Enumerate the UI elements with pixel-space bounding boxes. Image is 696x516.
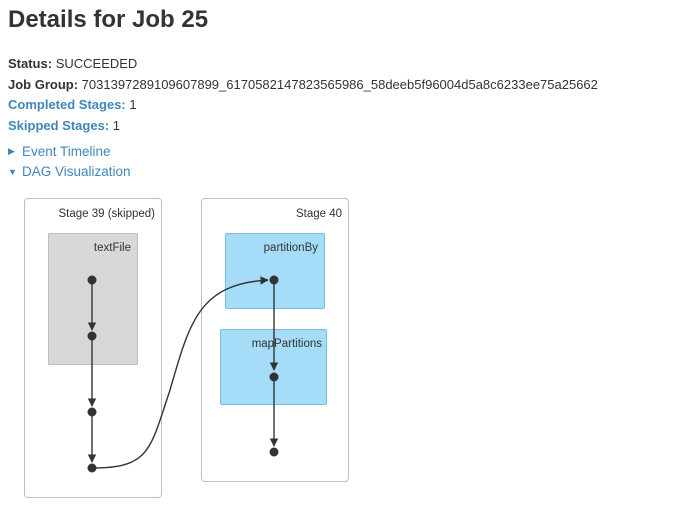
mappartitions-label: mapPartitions — [251, 338, 322, 350]
job-group-row: Job Group: 7031397289109607899_617058214… — [8, 75, 598, 96]
dag-visualization-toggle[interactable]: ▼ DAG Visualization — [8, 164, 131, 179]
textfile-label: textFile — [93, 242, 131, 254]
caret-down-icon: ▼ — [8, 166, 17, 177]
skipped-stages-link[interactable]: Skipped Stages: — [8, 117, 110, 133]
dag-node[interactable] — [87, 331, 97, 341]
dag-node[interactable] — [269, 275, 279, 285]
dag-node[interactable] — [269, 447, 279, 457]
event-timeline-label: Event Timeline — [22, 144, 111, 159]
textfile-operation[interactable]: textFile — [48, 233, 138, 365]
partitionby-label: partitionBy — [263, 242, 318, 254]
job-group-value: 7031397289109607899_6170582147823565986_… — [81, 76, 598, 92]
completed-stages-row: Completed Stages: 1 — [8, 95, 598, 116]
status-value: SUCCEEDED — [55, 56, 138, 71]
dag-visualization-label: DAG Visualization — [22, 164, 131, 179]
dag-node[interactable] — [269, 372, 279, 382]
mappartitions-operation[interactable]: mapPartitions — [220, 329, 327, 405]
event-timeline-toggle[interactable]: ▶ Event Timeline — [8, 144, 111, 159]
dag-node[interactable] — [87, 275, 97, 285]
skipped-stages-row: Skipped Stages: 1 — [8, 116, 598, 137]
stage-39-label: Stage 39 (skipped) — [58, 208, 155, 220]
status-row: Status: SUCCEEDED — [8, 54, 598, 75]
skipped-stages-value: 1 — [112, 117, 120, 133]
job-group-label: Job Group: — [8, 76, 79, 92]
completed-stages-value: 1 — [129, 97, 137, 112]
stage-40-label: Stage 40 — [295, 208, 342, 220]
job-summary: Status: SUCCEEDED Job Group: 70313972891… — [8, 54, 598, 136]
completed-stages-link[interactable]: Completed Stages: — [8, 97, 126, 112]
dag-node[interactable] — [87, 407, 97, 417]
page-title: Details for Job 25 — [8, 6, 209, 33]
dag-node[interactable] — [87, 463, 97, 473]
caret-right-icon: ▶ — [8, 146, 15, 156]
partitionby-operation[interactable]: partitionBy — [225, 233, 325, 309]
status-label: Status: — [8, 56, 53, 71]
